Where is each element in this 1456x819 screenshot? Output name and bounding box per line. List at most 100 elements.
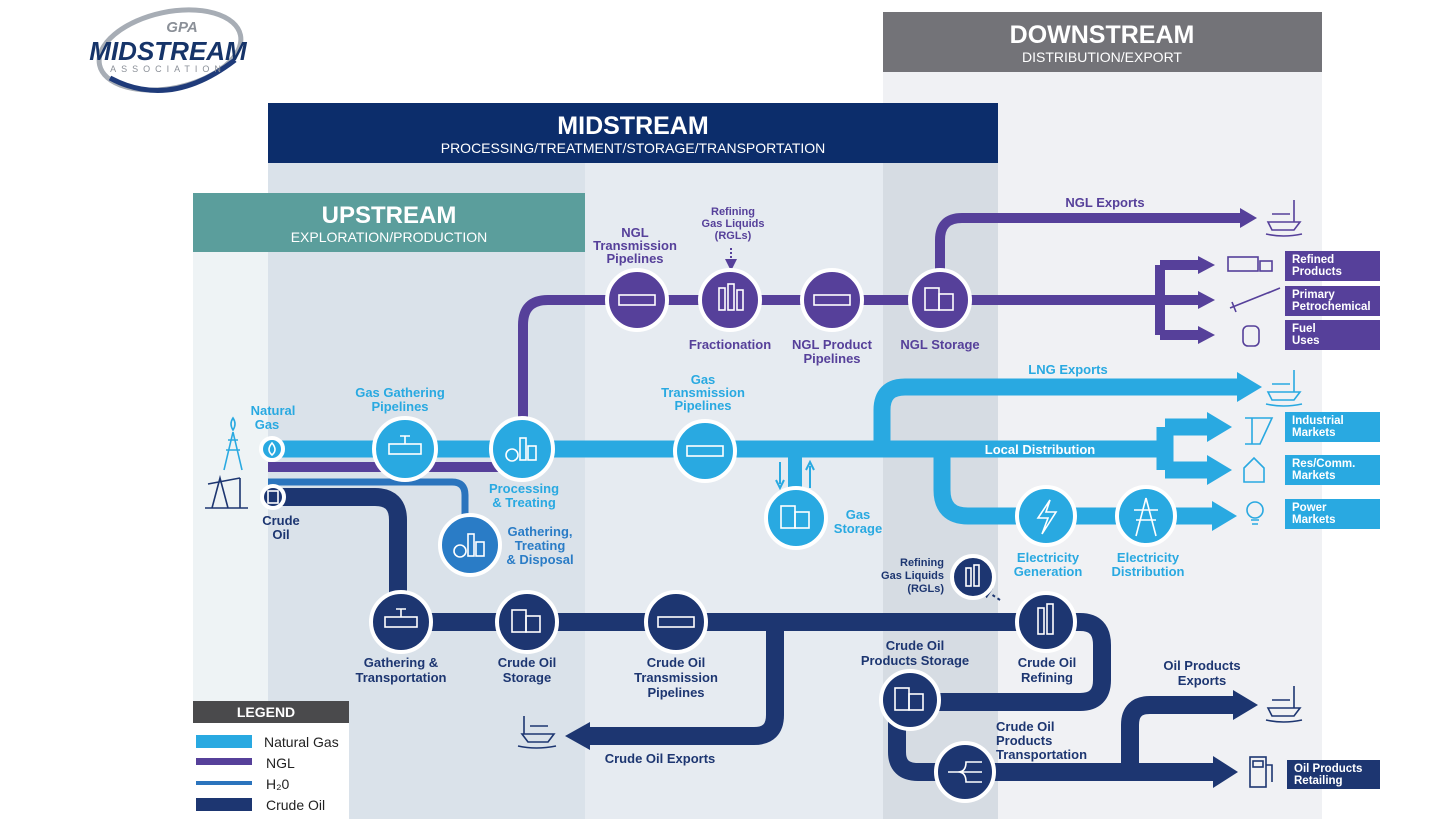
ngl-storage-node xyxy=(908,268,972,332)
label-text: Crude Oil Exports xyxy=(605,751,716,766)
legend-title: LEGEND xyxy=(237,704,295,720)
label-text: LNG Exports xyxy=(1028,362,1107,377)
label-text: Transmission xyxy=(593,238,677,253)
label-text: Processing xyxy=(489,481,559,496)
syringe-icon xyxy=(1229,287,1281,313)
power-tower-icon xyxy=(1134,497,1158,537)
legend-label: NGL xyxy=(266,755,295,771)
natural-gas-source-node xyxy=(259,436,285,462)
label-text: NGL Exports xyxy=(1065,195,1144,210)
light-bulb-icon xyxy=(1246,501,1264,525)
truck-icon xyxy=(1227,256,1273,272)
label-text: Transmission xyxy=(634,670,718,685)
label-text: Refining xyxy=(1021,670,1073,685)
gathering-transport-node xyxy=(369,590,433,654)
label-text: Pipelines xyxy=(606,251,663,266)
label-text: Generation xyxy=(1014,564,1083,579)
label-text: NGL xyxy=(621,225,649,240)
label-text: Transportation xyxy=(355,670,446,685)
label-text: Pipelines xyxy=(674,398,731,413)
label-text: Local Distribution xyxy=(985,442,1096,457)
label-text: Products Storage xyxy=(861,653,969,668)
midstream-title: MIDSTREAM xyxy=(557,112,708,140)
oil-barrel-icon xyxy=(267,490,279,504)
crude-oil-arrowheads xyxy=(565,690,1258,788)
steel-beam-icon xyxy=(1245,417,1274,445)
elec-generation-node xyxy=(1015,485,1077,547)
legend-label: H₂0 xyxy=(266,776,290,792)
upstream-header: UPSTREAM EXPLORATION/PRODUCTION xyxy=(193,193,585,252)
label-text: Markets xyxy=(1292,514,1335,526)
legend-swatch-crude-oil xyxy=(196,798,252,811)
fractionation-tower-icon xyxy=(718,283,744,311)
label-text: Oil Products xyxy=(1163,658,1240,673)
label-text: Pipelines xyxy=(371,399,428,414)
label-text: Storage xyxy=(834,521,882,536)
crude-storage-node xyxy=(495,590,559,654)
crude-oil-pipes xyxy=(282,488,1236,781)
label-text: Oil Products xyxy=(1294,763,1362,775)
products-storage-node xyxy=(879,669,941,731)
storage-tank-icon xyxy=(780,505,810,529)
label-text: Markets xyxy=(1292,427,1335,439)
label-text: Products xyxy=(1292,266,1342,278)
destination-icons xyxy=(517,200,1303,788)
label-text: Industrial xyxy=(1292,415,1344,427)
downstream-subtitle: DISTRIBUTION/EXPORT xyxy=(1022,49,1182,65)
fractionation-node xyxy=(698,268,762,332)
storage-tank-icon xyxy=(924,287,954,311)
ship-icon xyxy=(517,716,557,749)
label-text: Storage xyxy=(503,670,551,685)
svg-text:Processing& Treating: Processing& Treating xyxy=(489,481,559,510)
label-text: Distribution xyxy=(1112,564,1185,579)
label-text: (RGLs) xyxy=(715,230,752,242)
label-text: Gas xyxy=(255,417,280,432)
label-text: Primary xyxy=(1292,289,1335,301)
label-text: NGL Storage xyxy=(900,337,979,352)
node-icons xyxy=(267,283,1158,783)
upstream-title: UPSTREAM xyxy=(322,202,457,229)
upstream-subtitle: EXPLORATION/PRODUCTION xyxy=(291,229,488,245)
gpa-midstream-logo: GPA MIDSTREAM ASSOCIATION xyxy=(89,7,248,93)
gas-storage-node xyxy=(764,486,828,550)
label-text: Crude Oil xyxy=(996,719,1055,734)
crude-refining-node xyxy=(1015,591,1077,653)
label-text: Electricity xyxy=(1017,550,1080,565)
downstream-header: DOWNSTREAM DISTRIBUTION/EXPORT xyxy=(883,12,1322,72)
label-text: Petrochemical xyxy=(1292,301,1371,313)
label-text: Gas xyxy=(691,372,716,387)
legend-swatch-ngl xyxy=(196,758,252,765)
label-text: Gathering & xyxy=(364,655,438,670)
flame-icon xyxy=(268,441,276,457)
legend-swatch-h2o xyxy=(196,781,252,785)
lightning-icon xyxy=(1036,499,1058,535)
oil-pumpjack-icon xyxy=(205,474,248,509)
legend-swatch-natural-gas xyxy=(196,735,252,748)
label-text: Power xyxy=(1292,502,1327,514)
label-text: Transportation xyxy=(996,747,1087,762)
fuel-pump-icon xyxy=(1249,756,1273,788)
processing-plant-icon xyxy=(505,437,537,462)
ship-icon xyxy=(1265,370,1303,407)
legend-label: Crude Oil xyxy=(266,797,325,813)
label-text: Uses xyxy=(1292,335,1320,347)
ship-icon xyxy=(1265,200,1303,237)
label-text: Markets xyxy=(1292,470,1335,482)
